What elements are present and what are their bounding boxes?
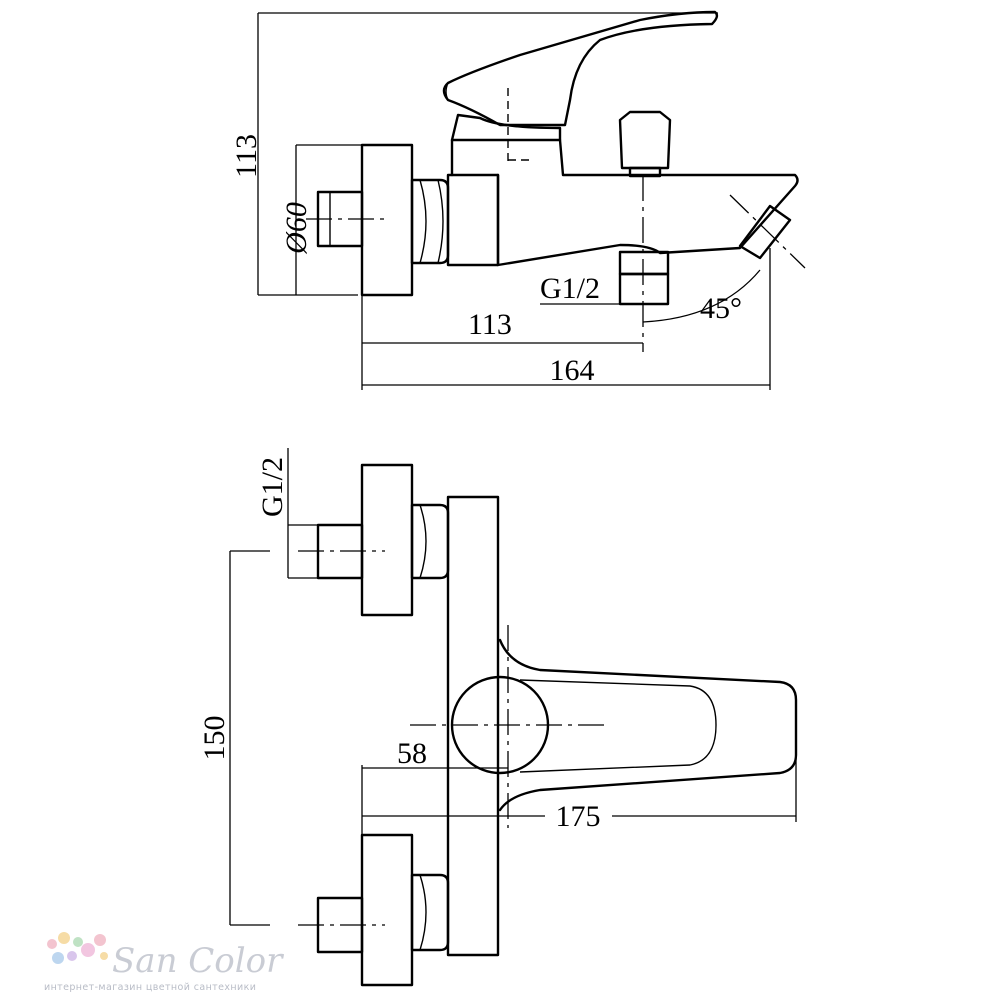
- upper-mounting-nut: [410, 503, 450, 580]
- height-label: 113: [230, 134, 263, 178]
- watermark-logo: San Color интернет-магазин цветной санте…: [44, 932, 284, 993]
- logo-dots: [47, 932, 108, 964]
- logo-dot: [94, 934, 106, 946]
- logo-dot: [100, 952, 108, 960]
- shower-outlet-axis: [729, 194, 806, 269]
- angle-label: 45°: [700, 292, 742, 325]
- depth-to-spout-label: 113: [468, 308, 512, 341]
- diverter-knob: [618, 110, 672, 170]
- watermark-brand: San Color: [112, 941, 284, 981]
- top-view: G1/2 150 58 175: [198, 448, 798, 987]
- thread-label-top: G1/2: [256, 457, 289, 517]
- nut-facet-2: [437, 179, 444, 264]
- diameter-label: Ø60: [280, 202, 313, 255]
- lever-pivot: [445, 82, 449, 101]
- nut-facet-1: [419, 179, 427, 264]
- lower-nut-facet: [419, 874, 427, 951]
- upper-nut-facet: [419, 504, 427, 579]
- wall-escutcheon: [360, 143, 414, 297]
- logo-dot: [73, 937, 83, 947]
- lever-length-label: 175: [556, 800, 601, 833]
- angle-arc: [642, 269, 761, 323]
- lever-handle-top: [498, 638, 798, 812]
- aerator-thread: [618, 272, 670, 306]
- lever-handle: [442, 10, 719, 127]
- upper-wall-escutcheon: [360, 463, 414, 617]
- logo-dot: [67, 951, 77, 961]
- faucet-body-top: [446, 495, 500, 957]
- spout-aerator: [618, 250, 670, 276]
- side-view: 113 Ø60: [230, 10, 806, 390]
- watermark-tagline: интернет-магазин цветной сантехники: [44, 982, 256, 993]
- lever-base: [450, 113, 562, 142]
- lower-mounting-nut: [410, 873, 450, 952]
- faucet-body-spout: [450, 138, 799, 267]
- lever-inner-edge: [519, 679, 717, 773]
- logo-dot: [58, 932, 70, 944]
- logo-dot: [52, 952, 64, 964]
- thread-label-side: G1/2: [540, 272, 600, 305]
- lower-wall-escutcheon: [360, 833, 414, 987]
- logo-dot: [47, 939, 57, 949]
- shower-outlet: [738, 204, 792, 260]
- overall-depth-label: 164: [550, 354, 595, 387]
- body-flange: [446, 173, 500, 267]
- center-distance-label: 150: [198, 716, 231, 761]
- logo-dot: [81, 943, 95, 957]
- wall-to-lever-label: 58: [397, 737, 427, 770]
- diverter-stem: [628, 166, 662, 178]
